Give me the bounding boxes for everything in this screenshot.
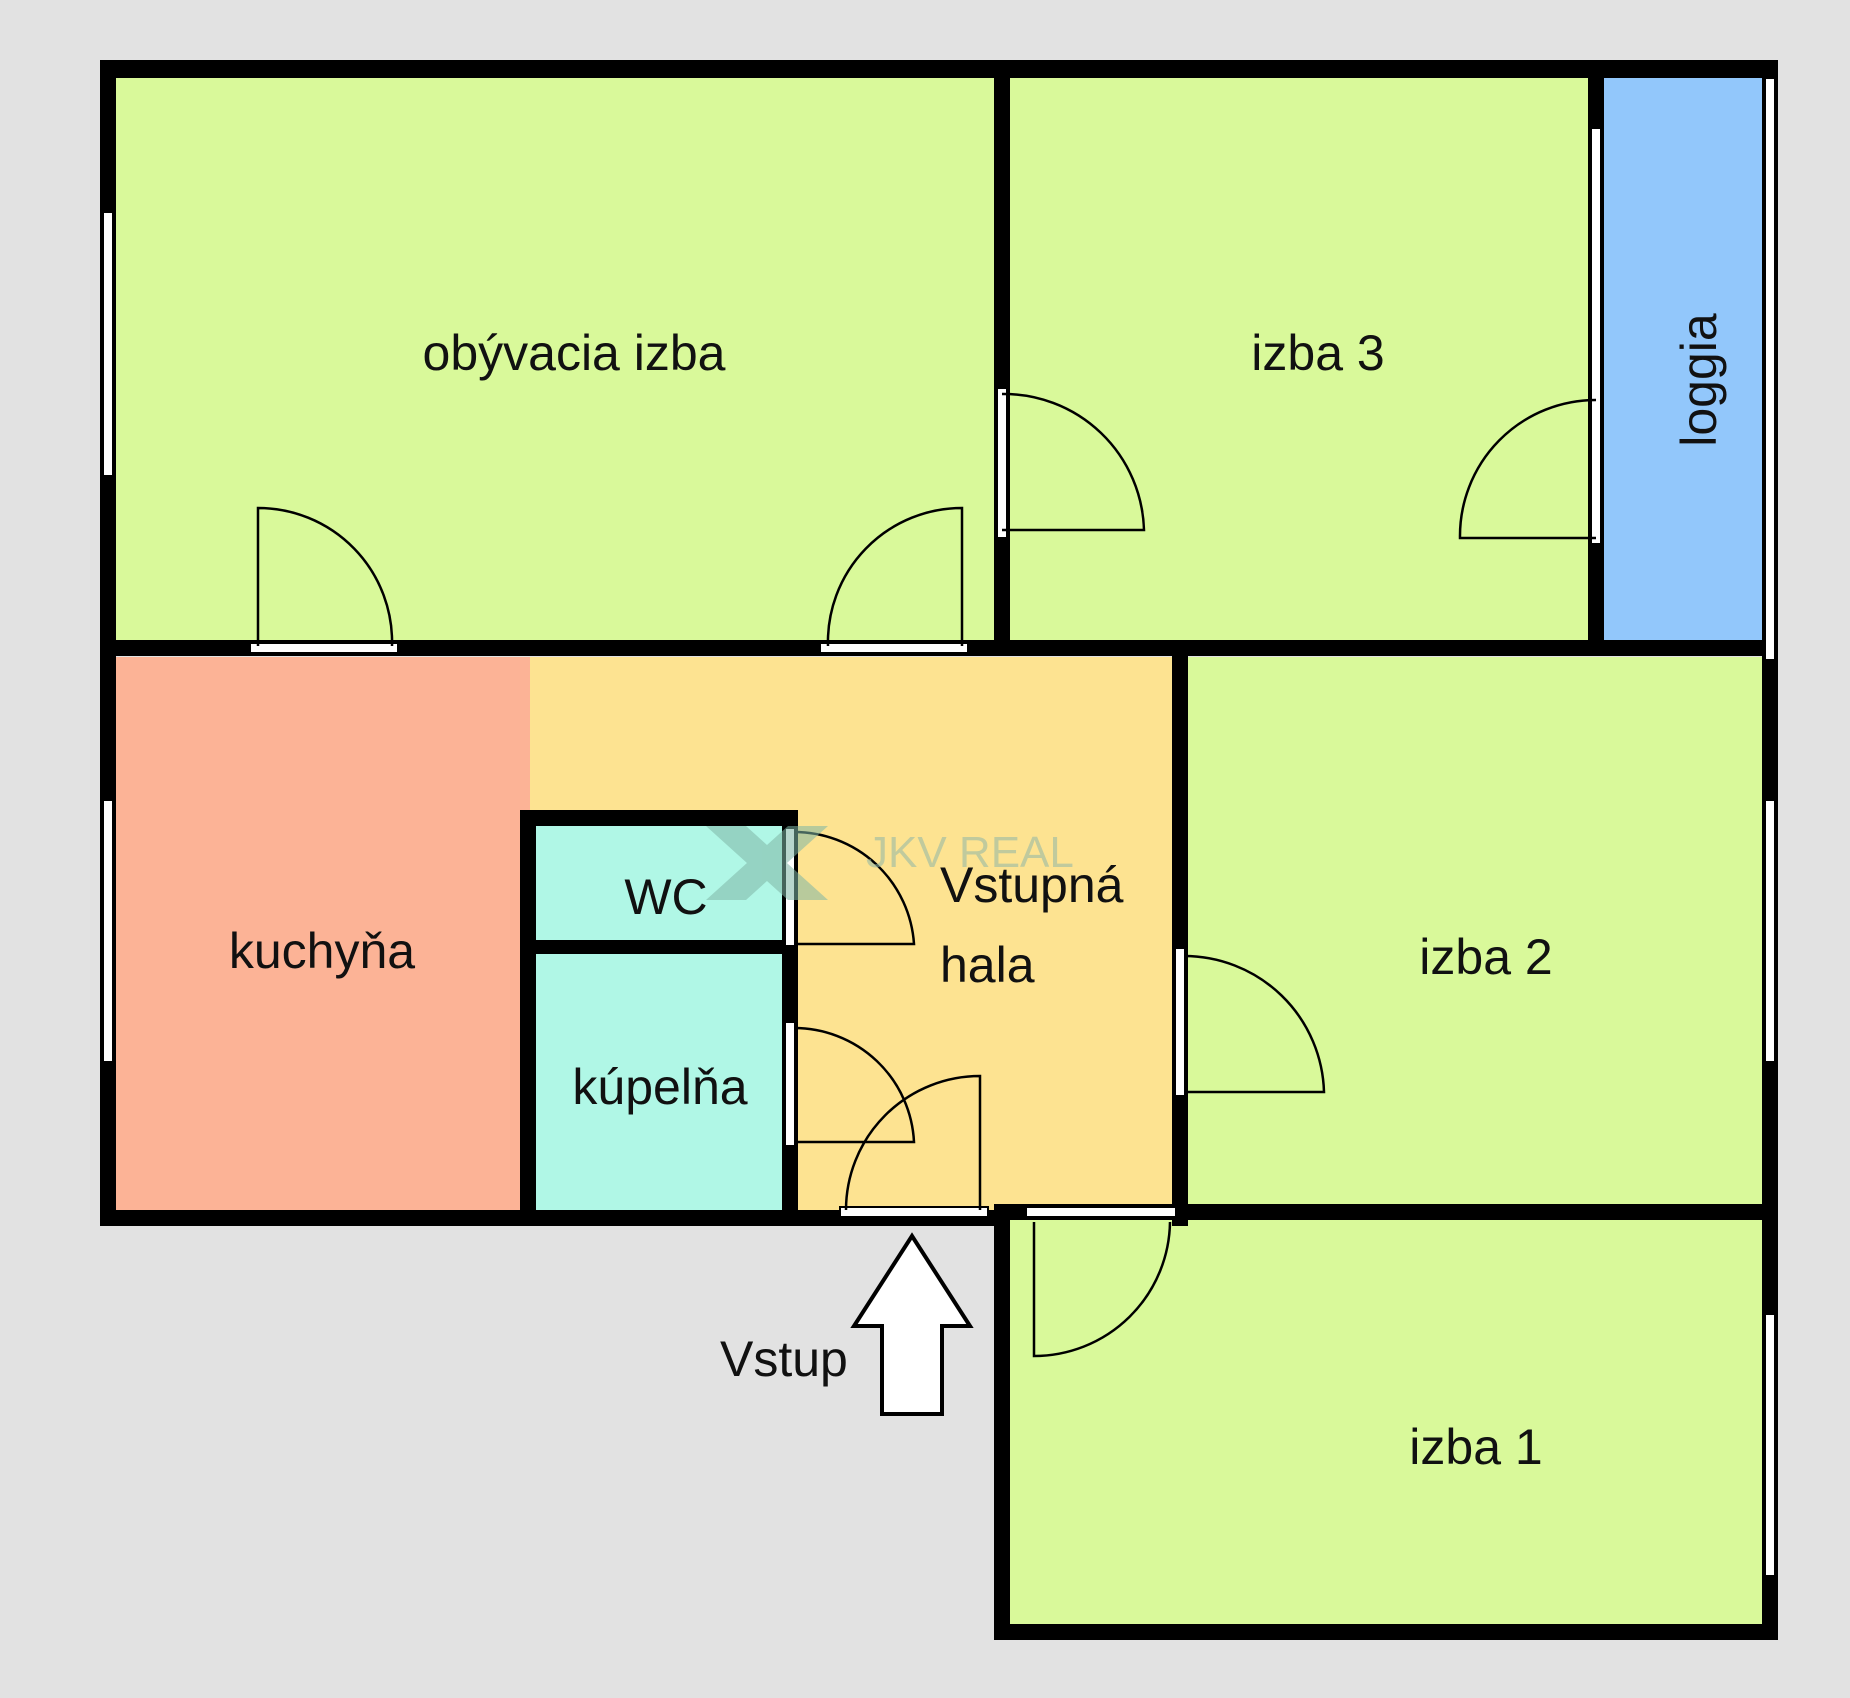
- door-entrance: [844, 1074, 982, 1211]
- room-izba1-fill: [1004, 1213, 1778, 1634]
- room-label-kitchen: kuchyňa: [229, 923, 415, 979]
- doors: [249, 127, 1602, 1358]
- room-izba2-fill: [1180, 657, 1778, 1213]
- up-arrow-icon: [850, 1232, 974, 1416]
- room-label-wc: WC: [624, 869, 707, 925]
- door-izba3: [1001, 392, 1146, 532]
- windows: [102, 77, 1776, 1577]
- room-loggia-fill: [1602, 70, 1778, 649]
- room-bath-fill: [530, 952, 790, 1213]
- room-label-hall-1: Vstupná: [940, 857, 1124, 913]
- entrance-label: Vstup: [720, 1331, 848, 1387]
- room-label-loggia: loggia: [1671, 313, 1727, 447]
- room-label-hall-2: hala: [940, 937, 1035, 993]
- door-izba1: [1032, 1221, 1172, 1358]
- door-wc: [793, 830, 916, 946]
- door-loggia: [1458, 398, 1597, 540]
- room-label-izba1: izba 1: [1409, 1419, 1542, 1475]
- room-label-izba3: izba 3: [1251, 325, 1384, 381]
- room-label-izba2: izba 2: [1419, 929, 1552, 985]
- watermark-text: JKV REAL: [866, 828, 1074, 877]
- door-living-1: [256, 506, 394, 647]
- door-living-2: [826, 506, 964, 647]
- door-bath: [793, 1026, 916, 1144]
- room-label-living: obývacia izba: [423, 325, 726, 381]
- room-label-bath: kúpelňa: [572, 1059, 747, 1115]
- room-kitchen-fill: [108, 657, 530, 1213]
- x-logo-icon: [706, 826, 828, 900]
- room-izba3-fill: [1004, 70, 1602, 649]
- door-izba2: [1183, 954, 1326, 1094]
- room-living-fill: [108, 70, 996, 649]
- watermark: JKV REAL: [706, 826, 1074, 900]
